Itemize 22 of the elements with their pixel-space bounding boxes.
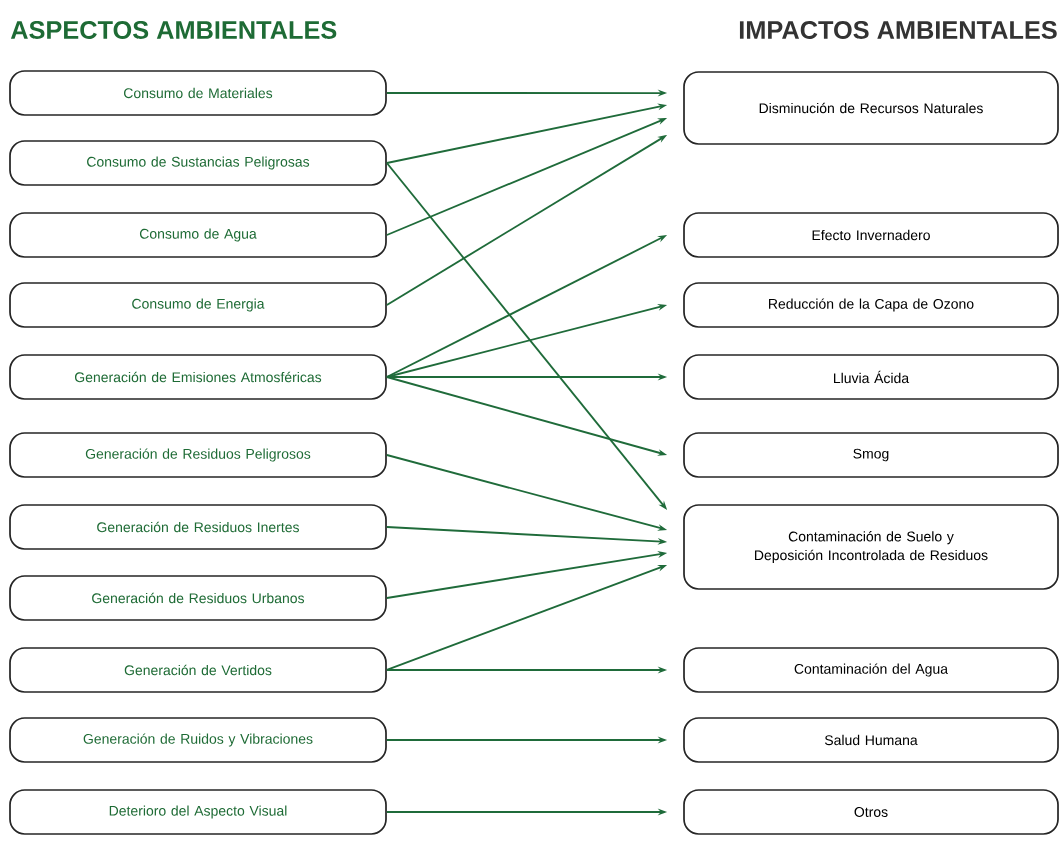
rounded-box: Consumo de Energia <box>9 282 387 328</box>
rounded-box: Consumo de Agua <box>9 212 387 258</box>
rounded-box: Generación de Vertidos <box>9 647 387 693</box>
rounded-box: Generación de Residuos Peligrosos <box>9 432 387 478</box>
rounded-box: Consumo de Sustancias Peligrosas <box>9 140 387 186</box>
rounded-box: Otros <box>683 789 1059 835</box>
rounded-box: Generación de Emisiones Atmosféricas <box>9 354 387 400</box>
rounded-box: Disminución de Recursos Naturales <box>683 71 1059 145</box>
rounded-box: Smog <box>683 432 1059 478</box>
rounded-box: Reducción de la Capa de Ozono <box>683 282 1059 328</box>
column-heading: ASPECTOS AMBIENTALES <box>10 21 337 39</box>
rounded-box: Generación de Ruidos y Vibraciones <box>9 717 387 763</box>
rounded-box: Generación de Residuos Urbanos <box>9 575 387 621</box>
rounded-box: Contaminación de Suelo y Deposición Incontrolada de Residuos <box>683 504 1059 590</box>
rounded-box: Lluvia Ácida <box>683 354 1059 400</box>
rounded-box: Contaminación del Agua <box>683 647 1059 693</box>
rounded-box: Deterioro del Aspecto Visual <box>9 789 387 835</box>
rounded-box: Generación de Residuos Inertes <box>9 504 387 550</box>
column-heading: IMPACTOS AMBIENTALES <box>739 21 1057 39</box>
rounded-box: Efecto Invernadero <box>683 212 1059 258</box>
rounded-box: Salud Humana <box>683 717 1059 763</box>
rounded-box: Consumo de Materiales <box>9 70 387 116</box>
